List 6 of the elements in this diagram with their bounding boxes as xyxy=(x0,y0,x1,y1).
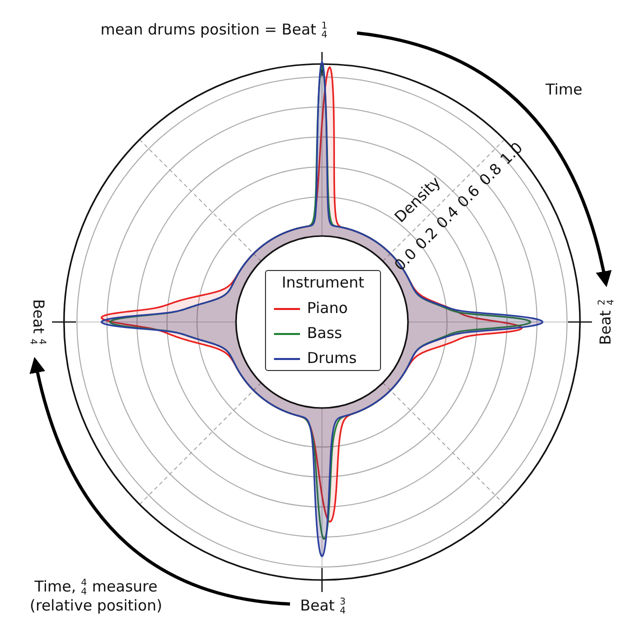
axis-title: Time, $^{4}$$_{4}$ measure (relative position) xyxy=(28,578,164,616)
axis-title: Time xyxy=(546,81,582,99)
legend-label: Piano xyxy=(307,299,348,317)
legend-label: Bass xyxy=(307,324,342,342)
legend-label: Drums xyxy=(307,349,357,367)
legend-title: Instrument xyxy=(282,274,364,292)
